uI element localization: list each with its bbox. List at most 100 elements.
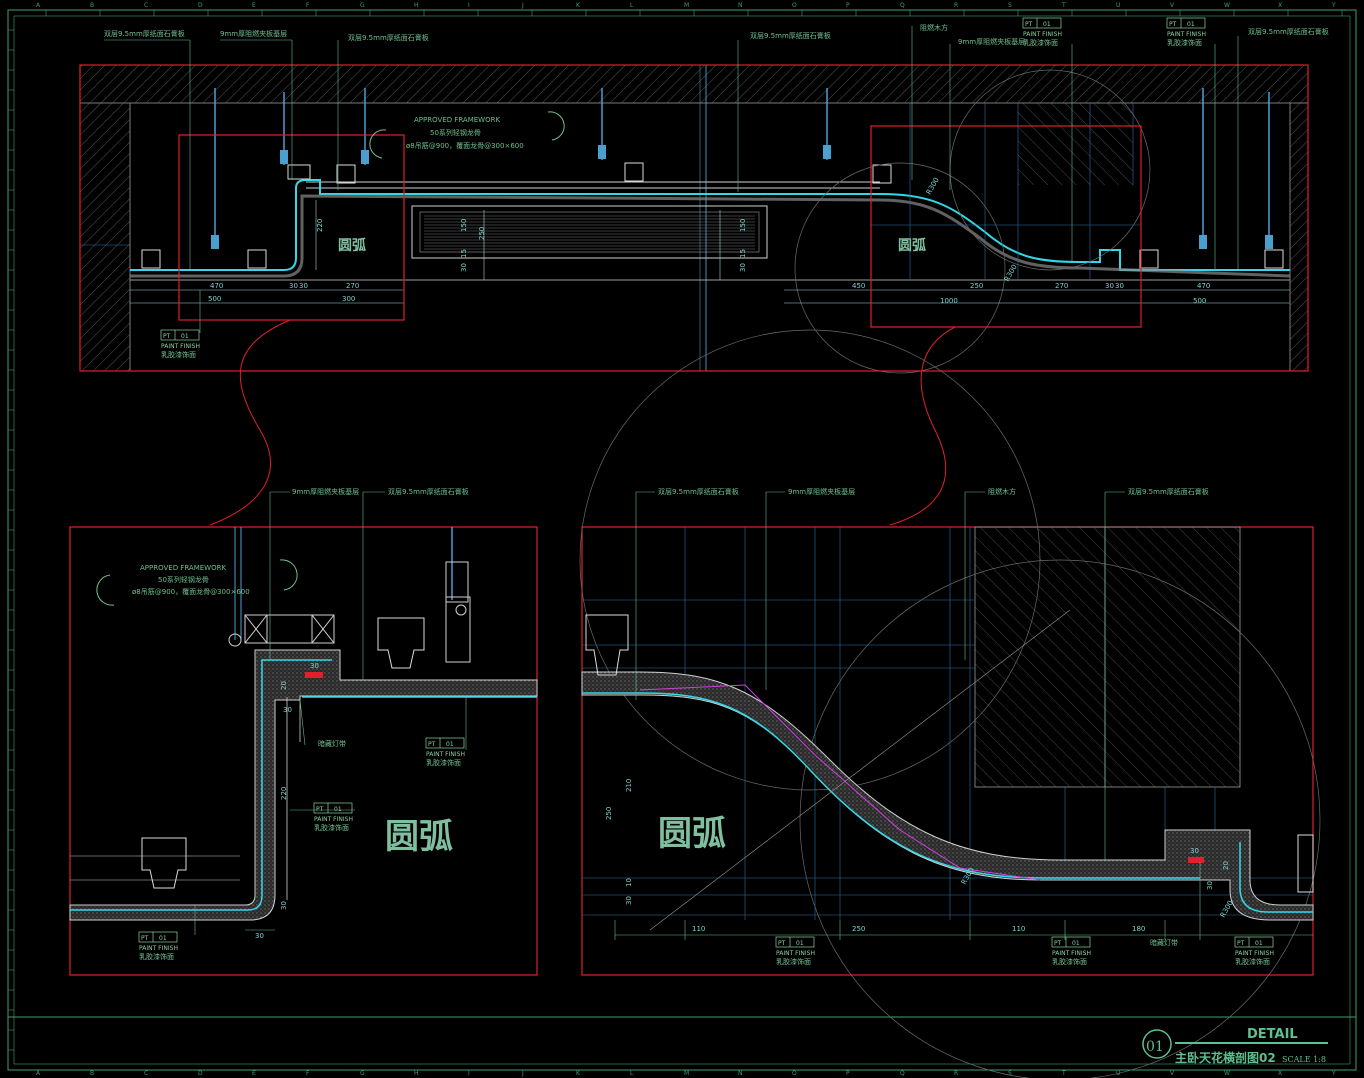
paint-tag-zh: 乳胶漆饰面 [139,952,174,961]
grid-letter-bottom: K [576,1070,581,1077]
grid-letter-bottom: I [468,1070,470,1077]
grid-letter-top: W [1224,2,1230,9]
label-gypsum-2: 双层9.5mm厚纸面石膏板 [348,33,429,42]
title-block: DETAIL 01 主卧天花横剖图02 SCALE 1:8 [1142,1027,1328,1065]
detail-left-view: 9mm厚阻燃夹板基层 双层9.5mm厚纸面石膏板 暗藏灯带 APPROVED F… [69,487,538,976]
arc-label-top-right: 圆弧 [898,237,926,254]
rotate-arrow-right [547,111,565,141]
callout-box-right[interactable] [870,125,1142,328]
detail-left-dim-20: 20 [280,681,288,690]
grid-letter-top: S [1008,2,1012,9]
paint-tag-zh: 乳胶漆饰面 [426,758,461,767]
paint-tag-code: PT [1237,940,1245,947]
grid-letter-bottom: B [90,1070,94,1077]
detail-left-framework-1: APPROVED FRAMEWORK [140,564,226,572]
dim-15-b: 15 [739,249,747,258]
dim-450: 450 [852,282,865,290]
grid-letter-top: L [630,2,634,9]
dim-30-a: 30 [460,263,468,272]
grid-letter-top: R [954,2,958,9]
left-wall [80,103,130,371]
detail-left-dim-220: 220 [280,787,288,800]
dim-300-left: 300 [342,295,355,303]
dim-270-right: 270 [1055,282,1068,290]
detail-right-dim-30c: 30 [1206,881,1214,890]
grid-letter-bottom: O [792,1070,797,1077]
paint-tag-finish: PAINT FINISH [161,343,200,350]
detail-right-dim-250a: 250 [852,925,865,933]
grid-letter-bottom: H [414,1070,419,1077]
label-gypsum-4: 双层9.5mm厚纸面石膏板 [1248,27,1329,36]
detail-right-frame [581,526,1314,976]
detail-right-dim-30b: 30 [1190,847,1199,855]
ceiling-profile [130,179,1290,271]
paint-tag-number: 01 [1187,21,1195,28]
paint-tag-number: 01 [1255,940,1263,947]
detail-right-label-timber: 阻燃木方 [988,487,1016,496]
detail-right-radius-b: R300 [1219,899,1235,919]
paint-tag-number: 01 [446,741,454,748]
detail-left-dim-30b: 30 [283,706,292,714]
paint-tag-number: 01 [159,935,167,942]
dim-30a: 30 [289,282,298,290]
paint-tag-finish: PAINT FINISH [1023,31,1062,38]
paint-tag-code: PT [428,741,436,748]
timber-block-hatch [1018,103,1133,185]
dim-30-b: 30 [739,263,747,272]
detail-right-dim-110b: 110 [1012,925,1025,933]
dim-500-left: 500 [208,295,221,303]
grid-letter-bottom: Q [900,1070,905,1077]
concrete-slab [80,65,1308,103]
paint-tag-zh: 乳胶漆饰面 [776,957,811,966]
dim-500-right: 500 [1193,297,1206,305]
detail-right-dim-210: 210 [625,779,633,792]
detail-left-dim-30d: 30 [255,932,264,940]
grid-letter-bottom: Y [1331,1070,1336,1077]
grid-letter-top: X [1278,2,1282,9]
grid-letter-top: P [846,2,850,9]
detail-right-light-label: 暗藏灯带 [1150,938,1178,947]
label-gypsum-1: 双层9.5mm厚纸面石膏板 [104,29,185,38]
grid-letter-bottom: A [36,1070,41,1077]
dim-270-left: 270 [346,282,359,290]
detail-right-dim-180: 180 [1132,925,1145,933]
detail-left-frame [69,526,538,976]
grid-letter-bottom: R [954,1070,958,1077]
arc-label-detail-right: 圆弧 [658,814,726,854]
grid-letter-bottom: J [521,1070,524,1077]
detail-right-dim-250b: 250 [605,807,613,820]
dim-250-a: 250 [478,227,486,240]
grid-letter-bottom: N [738,1070,743,1077]
framework-line-2: 50系列轻钢龙骨 [430,128,481,137]
grid-letter-top: N [738,2,743,9]
grid-letter-bottom: S [1008,1070,1012,1077]
dim-150-b: 150 [739,219,747,232]
grid-letter-bottom: D [198,1070,203,1077]
dim-30c: 30 [1105,282,1114,290]
paint-tag-code: PT [141,935,149,942]
grid-letter-bottom: E [252,1070,256,1077]
paint-tag-finish: PAINT FINISH [1167,31,1206,38]
detail-left-framework-2: 50系列轻钢龙骨 [158,575,209,584]
label-plywood-1: 9mm厚阻燃夹板基层 [220,29,287,38]
paint-tag-zh: 乳胶漆饰面 [161,350,196,359]
detail-right-dim-30a: 30 [625,896,633,905]
grid-letter-top: G [360,2,365,9]
paint-tag-code: PT [316,806,324,813]
grid-letter-top: C [144,2,148,9]
grid-letter-bottom: P [846,1070,850,1077]
paint-tag-number: 01 [181,333,189,340]
grid-letter-bottom: F [306,1070,310,1077]
grid-letter-top: I [468,2,470,9]
grid-letter-top: V [1170,2,1175,9]
ceiling-clips [141,162,1284,269]
hanger-clips [211,145,1273,249]
callout-box-left[interactable] [178,134,405,321]
grid-letter-bottom: G [360,1070,365,1077]
